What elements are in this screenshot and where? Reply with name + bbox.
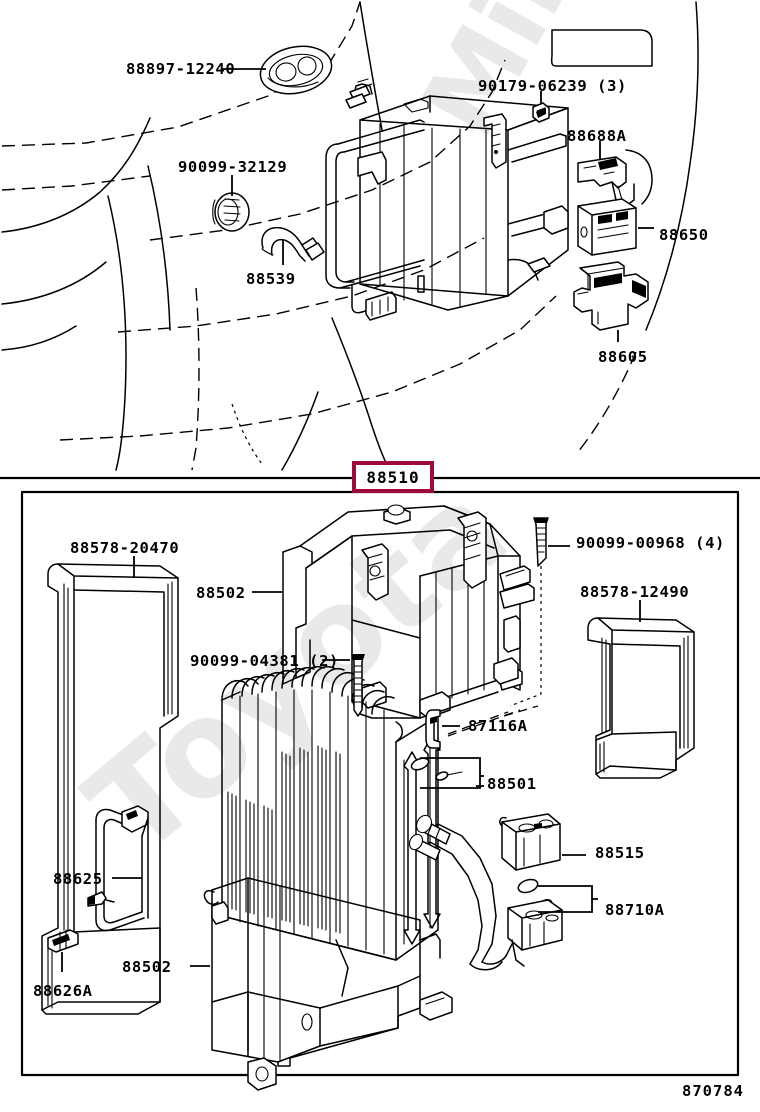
label-88578-12490[interactable]: 88578-12490 [580, 583, 690, 601]
evaporator-core [221, 666, 441, 961]
refrigerant-hoses [408, 814, 513, 971]
label-88897-12240[interactable]: 88897-12240 [126, 60, 236, 78]
part-88625-thermistor [87, 805, 149, 932]
assembly-guide-87116A [447, 711, 509, 735]
part-88502-lower-case [203, 877, 453, 1091]
label-88626A[interactable]: 88626A [33, 982, 93, 1000]
label-88515[interactable]: 88515 [595, 844, 645, 862]
label-88501[interactable]: 88501 [487, 775, 537, 793]
upper-hvac-unit [325, 78, 569, 321]
part-88502-upper-case [282, 504, 535, 719]
label-88688A[interactable]: 88688A [567, 127, 627, 145]
part-90099-32129-grommet [212, 192, 250, 232]
label-90099-32129[interactable]: 90099-32129 [178, 158, 288, 176]
part-87116A-clip [425, 709, 441, 749]
part-88605-bracket [573, 261, 649, 331]
part-88578-12490-seal [587, 617, 695, 779]
part-88626A-clip [47, 929, 79, 953]
label-87116A[interactable]: 87116A [468, 717, 528, 735]
label-88502-upper[interactable]: 88502 [196, 584, 246, 602]
part-90179-06239-nut [532, 102, 550, 123]
label-88605[interactable]: 88605 [598, 348, 648, 366]
label-88539[interactable]: 88539 [246, 270, 296, 288]
label-88502-lower[interactable]: 88502 [122, 958, 172, 976]
part-88501-orings [410, 757, 484, 789]
label-90099-00968[interactable]: 90099-00968 (4) [576, 534, 725, 552]
label-88578-20470[interactable]: 88578-20470 [70, 539, 180, 557]
label-90099-04381[interactable]: 90099-04381 (2) [190, 652, 339, 670]
highlighted-part-number: 88510 [366, 467, 420, 487]
label-88625[interactable]: 88625 [53, 870, 103, 888]
part-90099-00968-screw [533, 517, 549, 567]
part-88650-relay [577, 198, 637, 256]
assembly-guide-00968 [509, 566, 542, 707]
lower-panel-border [20, 490, 740, 1077]
diagram-id: 870784 [682, 1082, 744, 1100]
highlighted-part-88510[interactable]: 88510 [352, 461, 434, 493]
label-88710A[interactable]: 88710A [605, 901, 665, 919]
part-90099-04381-bolt [351, 654, 365, 717]
part-88539-hose [261, 226, 325, 262]
guide-line-b [503, 705, 539, 717]
label-90179-06239[interactable]: 90179-06239 (3) [478, 77, 627, 95]
label-88650[interactable]: 88650 [659, 226, 709, 244]
part-88688A-clamp [577, 149, 653, 207]
part-88710A-orings [507, 878, 598, 967]
part-88897-12240-grommet [259, 45, 333, 95]
part-88515-expansion-valve [499, 813, 561, 871]
